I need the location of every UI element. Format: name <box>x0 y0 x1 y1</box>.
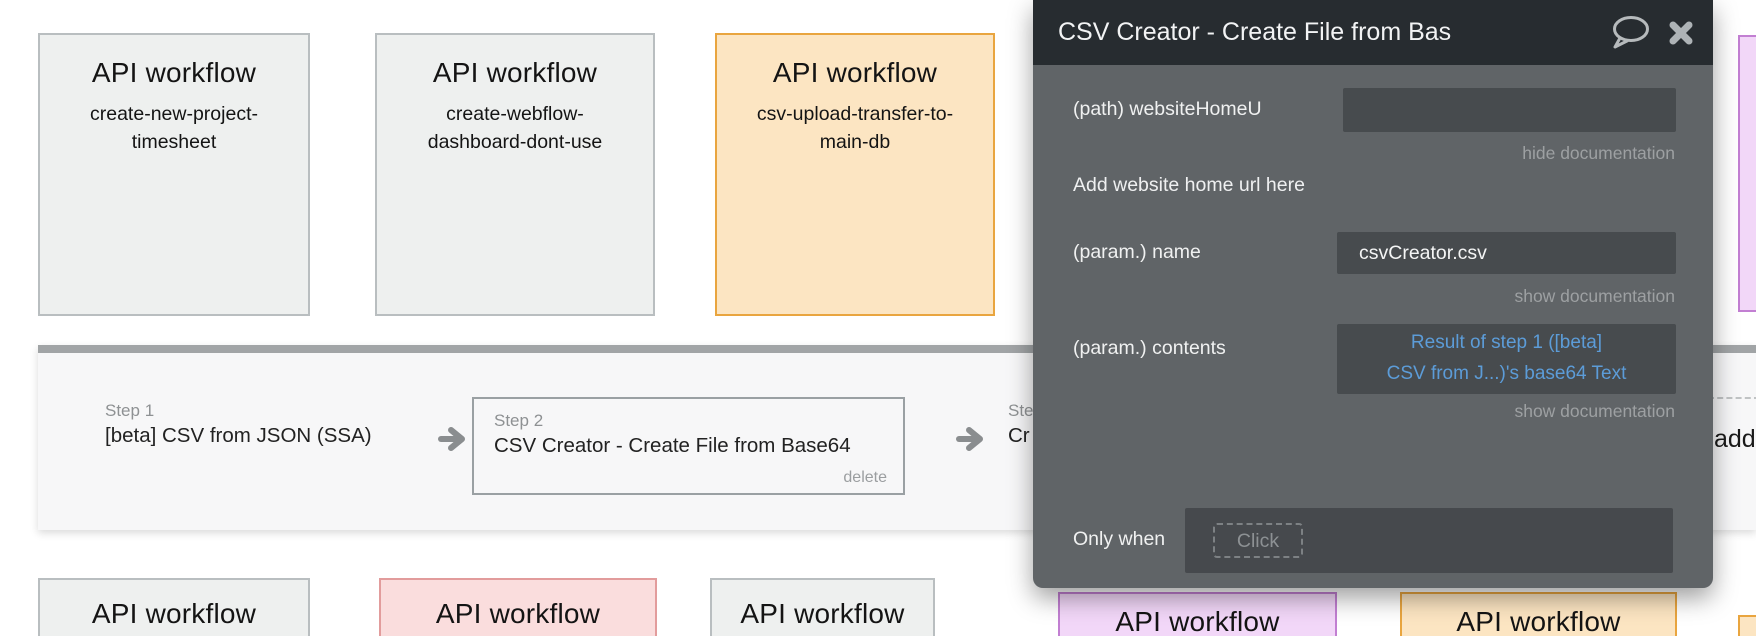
panel-header: CSV Creator - Create File from Bas <box>1033 0 1713 65</box>
panel-title: CSV Creator - Create File from Bas <box>1058 18 1452 46</box>
workflow-card-bottom-6-partial[interactable] <box>1738 615 1756 636</box>
arrow-right-icon <box>438 425 468 458</box>
workflow-card-create-webflow-dashboard[interactable]: API workflow create-webflow-dashboard-do… <box>375 33 655 316</box>
card-subtitle: csv-upload-transfer-to-main-db <box>756 103 954 153</box>
card-subtitle: create-webflow-dashboard-dont-use <box>427 103 603 153</box>
input-only-when[interactable]: Click <box>1185 508 1673 573</box>
arrow-right-icon <box>956 425 986 458</box>
show-documentation-link[interactable]: show documentation <box>1514 401 1675 421</box>
workflow-card-bottom-3[interactable]: API workflow <box>710 578 935 636</box>
step-title: CSV Creator - Create File from Base64 <box>494 434 851 457</box>
card-subtitle: create-new-project-timesheet <box>90 103 258 153</box>
workflow-card-partial-top-right[interactable] <box>1738 35 1756 312</box>
field-label-path-websitehomeurl: (path) websiteHomeU <box>1073 98 1262 120</box>
expression-text-line2[interactable]: CSV from J...)'s base64 Text <box>1386 363 1627 384</box>
card-title: API workflow <box>435 598 601 629</box>
input-param-name[interactable]: csvCreator.csv <box>1337 232 1676 274</box>
step-2-selected[interactable]: Step 2 CSV Creator - Create File from Ba… <box>472 397 905 495</box>
step-1[interactable]: Step 1 [beta] CSV from JSON (SSA) <box>105 401 372 448</box>
workflow-card-bottom-2[interactable]: API workflow <box>379 578 657 636</box>
workflow-card-bottom-5[interactable]: API workflow <box>1400 592 1677 636</box>
input-path-websitehomeurl[interactable] <box>1343 88 1676 132</box>
card-title: API workflow <box>432 57 598 88</box>
hide-documentation-link[interactable]: hide documentation <box>1522 143 1675 163</box>
card-title: API workflow <box>1115 606 1280 636</box>
workflow-card-create-new-project-timesheet[interactable]: API workflow create-new-project-timeshee… <box>38 33 310 316</box>
show-documentation-link[interactable]: show documentation <box>1514 286 1675 306</box>
card-title: API workflow <box>772 57 938 88</box>
comment-icon[interactable] <box>1609 15 1651 51</box>
add-action-link[interactable]: add <box>1714 425 1756 453</box>
close-icon[interactable] <box>1667 19 1695 47</box>
card-title: API workflow <box>1456 606 1621 636</box>
card-title: API workflow <box>91 57 257 88</box>
card-title: API workflow <box>740 598 905 629</box>
documentation-note: Add website home url here <box>1073 174 1305 196</box>
only-when-click-placeholder[interactable]: Click <box>1213 523 1303 558</box>
step-3-partial[interactable]: Ste Cr <box>1008 401 1034 448</box>
field-label-param-contents: (param.) contents <box>1073 337 1226 359</box>
expression-text-line1[interactable]: Result of step 1 ([beta] <box>1410 332 1603 353</box>
field-label-param-name: (param.) name <box>1073 241 1201 263</box>
delete-step-link[interactable]: delete <box>843 469 887 486</box>
card-title: API workflow <box>91 598 257 629</box>
input-param-contents-expression[interactable]: Result of step 1 ([beta] CSV from J...)'… <box>1337 324 1676 394</box>
workflow-card-bottom-1[interactable]: API workflow <box>38 578 310 636</box>
step-number: Ste <box>1008 401 1034 420</box>
step-title: Cr <box>1008 424 1030 447</box>
connector-dashed-line <box>1708 397 1756 399</box>
step-number: Step 2 <box>494 411 544 430</box>
workflow-card-bottom-4[interactable]: API workflow <box>1058 592 1337 636</box>
step-number: Step 1 <box>105 401 155 420</box>
workflow-card-csv-upload-transfer[interactable]: API workflow csv-upload-transfer-to-main… <box>715 33 995 316</box>
step-title: [beta] CSV from JSON (SSA) <box>105 424 372 447</box>
field-label-only-when: Only when <box>1073 528 1166 550</box>
action-properties-panel: CSV Creator - Create File from Bas (path… <box>1033 0 1713 588</box>
